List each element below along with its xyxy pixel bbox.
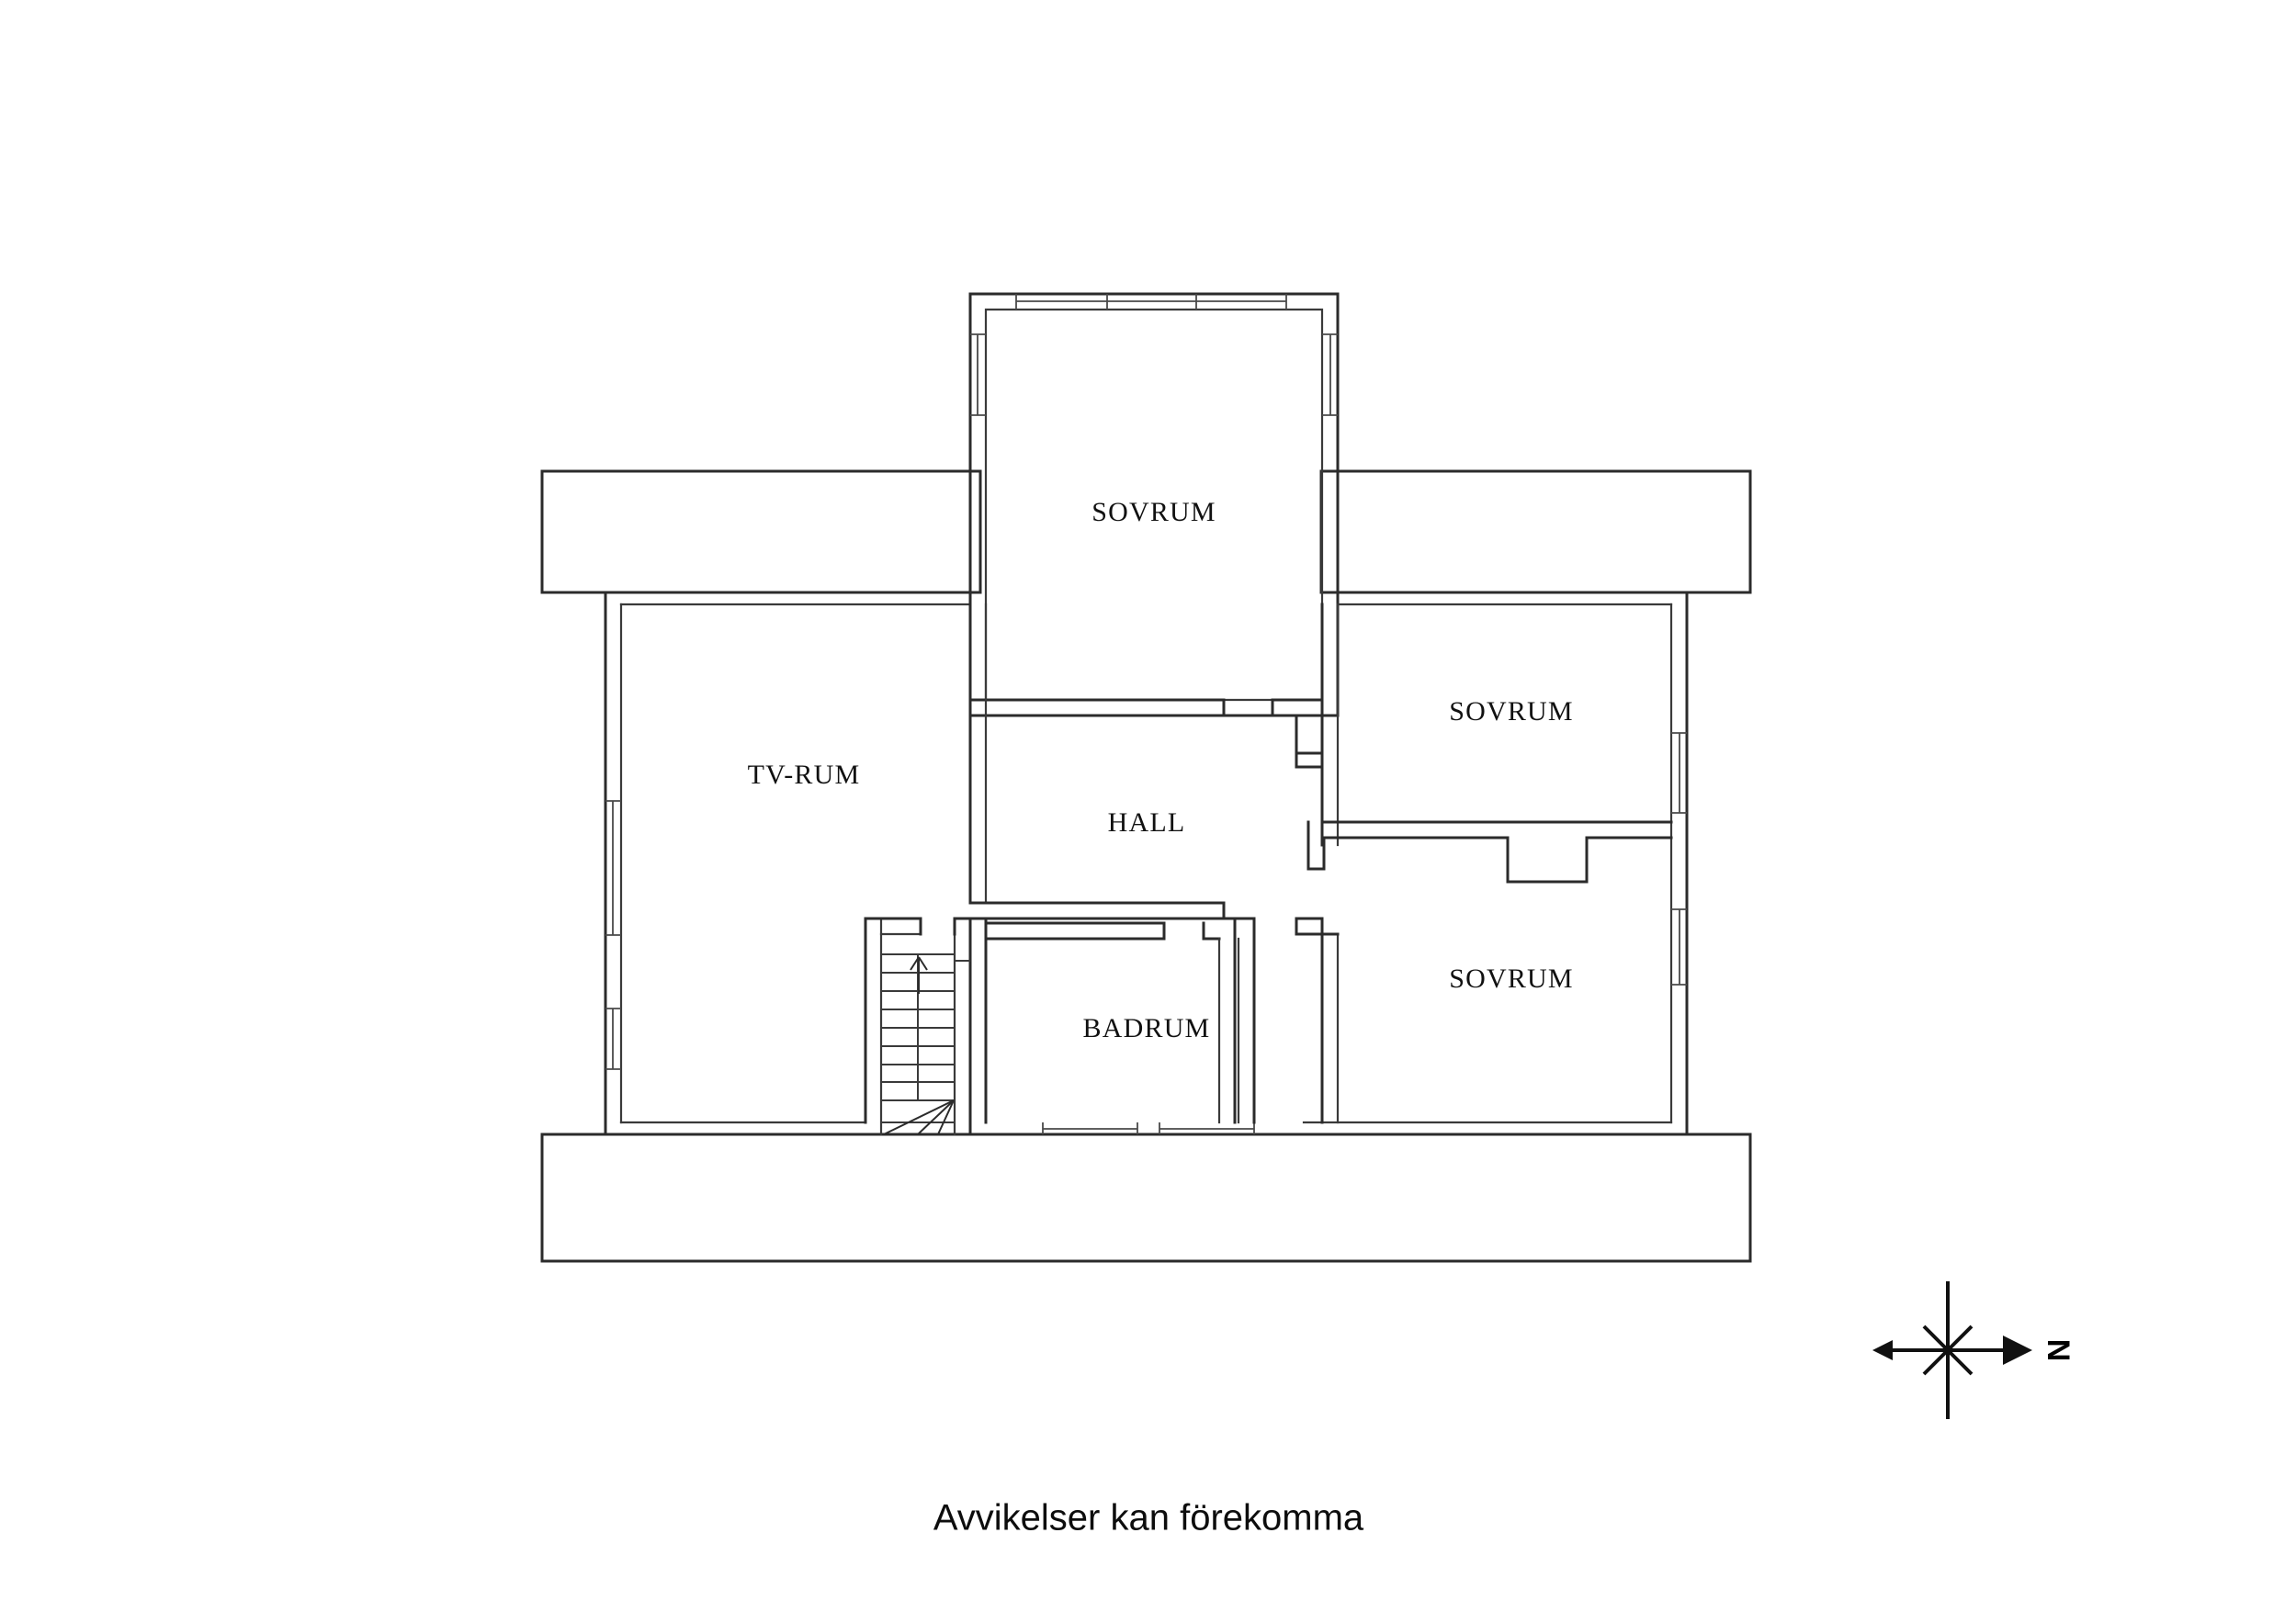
room-label-hall: HALL [1108, 807, 1186, 838]
window-group-badrum-south [1042, 1122, 1255, 1134]
main-house-left-inner-wall [619, 603, 972, 1124]
window-top-bedroom-east [1322, 333, 1338, 416]
staircase [864, 917, 972, 1136]
sovrum-right-dividers [1295, 603, 1673, 1124]
window-group-sovrum-east [1671, 732, 1687, 986]
window-group-top-north [1015, 294, 1287, 310]
room-label-tv-rum: TV-RUM [748, 760, 861, 790]
room-label-badrum: BADRUM [1083, 1013, 1211, 1043]
room-label-sovrum-top: SOVRUM [1091, 497, 1216, 527]
room-label-sovrum-right-lower: SOVRUM [1449, 964, 1574, 994]
window-group-tvrum-west [605, 800, 621, 1070]
stair-direction-arrow [910, 956, 928, 994]
main-house-outer-wall [604, 591, 1689, 1136]
badrum-walls [968, 917, 1256, 1124]
sovrum-top-south-wall [968, 698, 1324, 717]
tvrum-east-partition [968, 603, 988, 905]
compass-north-label: N [2041, 1339, 2075, 1362]
room-label-sovrum-right-upper: SOVRUM [1449, 696, 1574, 727]
plan-caption: Avvikelser kan förekomma [933, 1498, 1364, 1538]
window-top-bedroom-west [970, 333, 986, 416]
balcony-north-left [540, 469, 982, 594]
hall-north-partition [968, 901, 1226, 920]
compass-rose [1872, 1281, 2032, 1419]
main-house-right-inner-wall [1302, 603, 1673, 1124]
